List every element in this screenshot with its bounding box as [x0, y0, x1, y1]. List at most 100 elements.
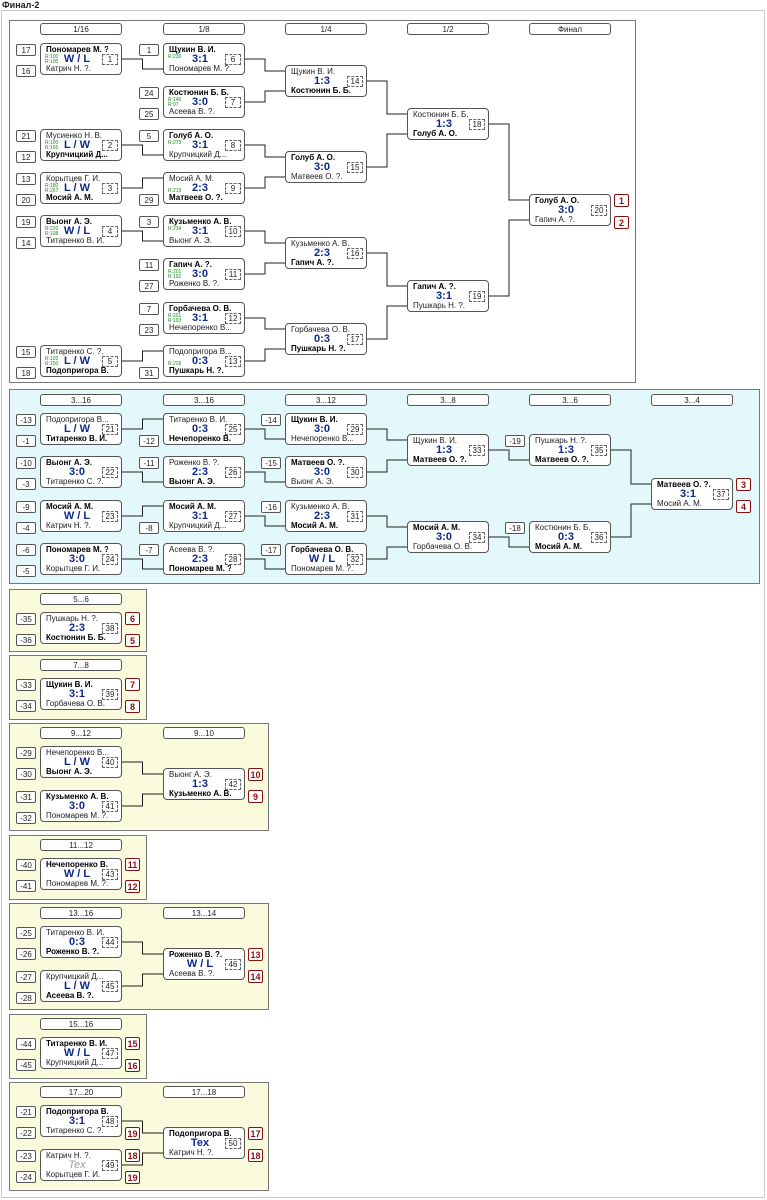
connector-line	[489, 123, 529, 201]
rating-bottom: R:228	[168, 361, 182, 367]
connector-line	[122, 144, 163, 156]
seed-box: -26	[16, 948, 36, 960]
match-number: 39	[102, 689, 118, 700]
round-header: 1/8	[163, 23, 245, 35]
player-bottom: Крупчицкий Д...	[169, 521, 227, 530]
match-score: 0:3	[69, 936, 85, 948]
player-top: Титаренко В. И.	[46, 1039, 108, 1048]
seed-box: -6	[16, 544, 36, 556]
player-top: Нечепоренко В...	[46, 748, 108, 757]
seed-box: -35	[16, 613, 36, 625]
seed-box: -45	[16, 1059, 36, 1071]
match-number: 7	[225, 97, 241, 108]
connector-line	[367, 305, 407, 340]
connector-line	[245, 176, 285, 189]
connector-line	[489, 536, 529, 548]
place-badge: 3	[736, 478, 751, 491]
match-number: 4	[102, 226, 118, 237]
player-bottom: Корытцев Г. И.	[46, 564, 101, 573]
place-badge: 16	[125, 1059, 140, 1072]
match-number: 15	[347, 162, 363, 173]
seed-box: 19	[16, 216, 36, 228]
match-score: 3:0	[558, 204, 574, 216]
connector-line	[122, 471, 163, 483]
rating-top: R:230	[168, 54, 182, 60]
player-top: Титаренко В. И.	[169, 415, 228, 424]
seed-box: 31	[139, 367, 159, 379]
player-bottom: Гапич А. ?.	[535, 215, 575, 224]
round-header: 5...6	[40, 593, 122, 605]
seed-box: 5	[139, 130, 159, 142]
match-score: 3:0	[192, 268, 208, 280]
player-top: Выонг А. Э.	[169, 770, 212, 779]
player-top: Костюнин Б. Б.	[413, 110, 469, 119]
player-bottom: Выонг А. Э.	[291, 477, 334, 486]
place-badge: 19	[125, 1171, 140, 1184]
rating-bottom: R:267	[45, 188, 59, 194]
player-bottom: Корытцев Г. И.	[46, 1170, 101, 1179]
seed-box: 16	[16, 65, 36, 77]
player-top: Горбачева О. В.	[291, 325, 351, 334]
match-number: 46	[225, 959, 241, 970]
player-top: Корытцев Г. И.	[46, 174, 101, 183]
player-top: Горбачева О. В.	[169, 304, 231, 313]
round-header: 17...18	[163, 1086, 245, 1098]
connector-line	[367, 428, 407, 441]
player-bottom: Пономарев М. ?.	[169, 64, 231, 73]
connector-line	[245, 262, 285, 275]
match-score: 3:1	[192, 225, 208, 237]
round-header: 1/4	[285, 23, 367, 35]
player-bottom: Титаренко В. И.	[46, 434, 108, 443]
